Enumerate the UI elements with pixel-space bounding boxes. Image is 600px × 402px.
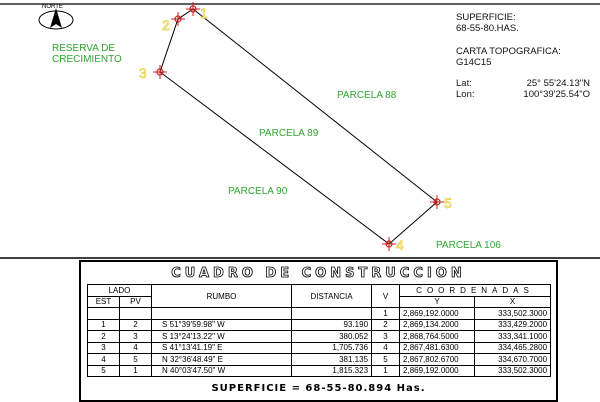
info-block: SUPERFICIE: 68-55-80.HAS. CARTA TOPOGRAF… [456, 12, 590, 100]
vertex-marker-1 [186, 2, 200, 16]
construction-table-title: CUADRO DE CONSTRUCCION [171, 266, 466, 282]
cell-distancia: 380.052 [291, 330, 373, 343]
survey-plan: 1 2 3 4 5 [0, 2, 600, 259]
cell-est: 2 [87, 330, 120, 343]
cell-rumbo: N 40°03'47.50" W [151, 364, 293, 377]
cell-v: 4 [371, 341, 401, 354]
cell-distancia: 93.190 [291, 318, 373, 331]
parcel-label-88: PARCELA 88 [337, 90, 397, 101]
cell-v: 1 [371, 307, 401, 320]
construction-table-sheet: CUADRO DE CONSTRUCCION LADO RUMBO DISTAN… [79, 260, 558, 402]
cell-y: 2,869,192.0000 [399, 307, 476, 320]
lat-value: 25° 55'24.13"N [526, 78, 590, 89]
cell-rumbo: N 32°36'48.49" E [151, 353, 293, 366]
vertex-marker-3 [153, 65, 167, 79]
table-row: 4 5 N 32°36'48.49" E 381.135 5 2,867,802… [87, 353, 552, 366]
parcel-label-90: PARCELA 90 [228, 186, 288, 197]
cell-v: 5 [371, 353, 401, 366]
parcel-label-89: PARCELA 89 [259, 128, 319, 139]
cell-pv: 1 [118, 364, 153, 377]
parcel-boundary [159, 8, 438, 245]
table-row: 5 1 N 40°03'47.50" W 1,815.323 1 2,869,1… [87, 364, 552, 377]
table-row-first-vertex: 1 2,869,192.0000 333,502.3000 [87, 307, 552, 320]
carta-value: G14C15 [456, 57, 492, 68]
cell-rumbo: S 41°13'41.19" E [151, 341, 293, 354]
table-row: 1 2 S 51°39'59.98" W 93.190 2 2,869,134.… [87, 318, 552, 331]
parcel-label-106: PARCELA 106 [436, 240, 501, 251]
cell-distancia: 1,815.323 [291, 364, 373, 377]
cell-est: 3 [87, 341, 120, 354]
cell-x: 333,502.3000 [474, 364, 552, 377]
cell-x: 334,465.2800 [474, 341, 552, 354]
vertex-number-1: 1 [200, 5, 208, 21]
table-row: 3 4 S 41°13'41.19" E 1,705.736 4 2,867,4… [87, 341, 552, 354]
cell-y: 2,867,481.6300 [399, 341, 476, 354]
lon-label: Lon: [456, 89, 475, 100]
cell-pv: 3 [118, 330, 153, 343]
cell-pv: 5 [118, 353, 153, 366]
lon-value: 100°39'25.54"O [523, 89, 590, 100]
vertex-number-5: 5 [444, 195, 452, 211]
cell-y: 2,869,192.0000 [399, 364, 476, 377]
vertex-marker-2 [171, 12, 185, 26]
superficie-label: SUPERFICIE: [456, 12, 516, 23]
lat-label: Lat: [456, 78, 472, 89]
cell-y: 2,869,134.2000 [399, 318, 476, 331]
cell-v: 3 [371, 330, 401, 343]
cell-distancia: 1,705.736 [291, 341, 373, 354]
cell-v: 2 [371, 318, 401, 331]
vertex-marker-5 [430, 195, 444, 209]
header-y: Y [399, 295, 476, 308]
cell-x: 333,502.3000 [474, 307, 552, 320]
vertex-marker-4 [382, 237, 396, 251]
cell-y: 2,867,802.6700 [399, 353, 476, 366]
north-arrow-icon [38, 8, 74, 30]
cell-x: 334,670.7000 [474, 353, 552, 366]
cell-est: 1 [87, 318, 120, 331]
header-pv: PV [118, 295, 153, 308]
cell-distancia: 381.135 [291, 353, 373, 366]
cell-pv: 2 [118, 318, 153, 331]
vertex-number-4: 4 [396, 237, 404, 253]
superficie-value: 68-55-80.HAS. [456, 23, 519, 34]
reserve-label-line-2: CRECIMIENTO [52, 54, 122, 65]
north-label: NORTE [42, 4, 63, 10]
cell-y: 2,868,764.5000 [399, 330, 476, 343]
table-header-row-1: LADO RUMBO DISTANCIA V COORDENADAS [86, 284, 552, 308]
table-row: 2 3 S 13°24'13.22" W 380.052 3 2,868,764… [87, 330, 552, 343]
cell-pv: 4 [118, 341, 153, 354]
vertex-number-2: 2 [162, 17, 170, 33]
cell-est: 5 [87, 364, 120, 377]
header-est: EST [87, 295, 120, 308]
header-x: X [474, 295, 552, 308]
header-rumbo: RUMBO [151, 284, 293, 308]
cell-rumbo: S 51°39'59.98" W [151, 318, 293, 331]
cell-x: 333,341.1000 [474, 330, 552, 343]
carta-label: CARTA TOPOGRAFICA: [456, 46, 561, 57]
header-v: V [371, 284, 401, 308]
cell-rumbo: S 13°24'13.22" W [151, 330, 293, 343]
header-coordenadas: COORDENADAS [399, 284, 552, 297]
reserve-label-line-1: RESERVA DE [52, 43, 115, 54]
cell-v: 1 [371, 364, 401, 377]
cell-est: 4 [87, 353, 120, 366]
reserve-label: RESERVA DE CRECIMIENTO [52, 43, 122, 65]
construction-table-superficie: SUPERFICIE = 68-55-80.894 Has. [211, 383, 426, 394]
cell-x: 333,429.2000 [474, 318, 552, 331]
header-distancia: DISTANCIA [291, 284, 373, 308]
header-lado: LADO [86, 284, 153, 297]
vertex-number-3: 3 [139, 65, 147, 81]
construction-table: LADO RUMBO DISTANCIA V COORDENADAS EST P… [86, 284, 552, 377]
